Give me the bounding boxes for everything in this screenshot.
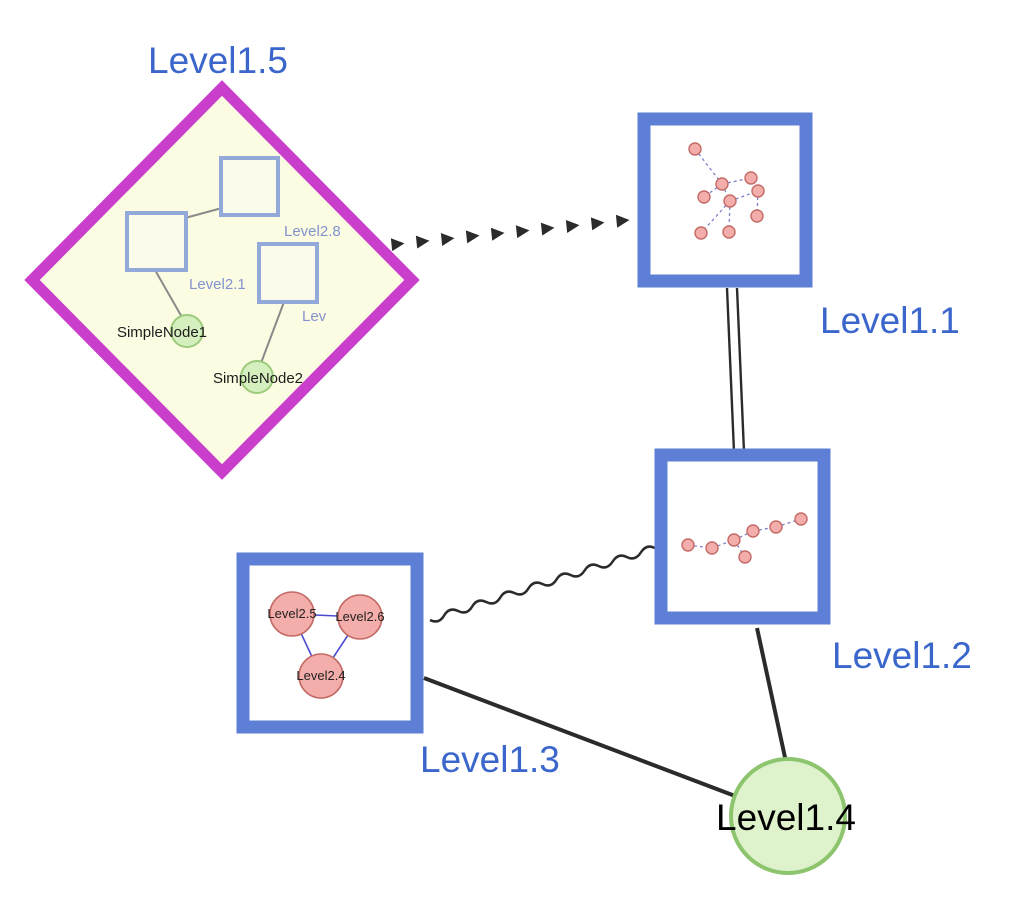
node-level1-4[interactable]: Level1.4	[716, 757, 856, 875]
mini-node[interactable]	[694, 226, 708, 240]
node-label-simplenode2: SimpleNode2	[213, 370, 303, 387]
node-level1-3-group[interactable]: Level2.5 Level2.6 Level2.4 Level1.3	[236, 552, 560, 780]
edge-level1-1-to-level1-2[interactable]	[725, 287, 746, 453]
edge-level2-1-to-simplenode1	[154, 269, 184, 320]
node-label-level1-3: Level1.3	[420, 739, 560, 780]
node-simplenode1[interactable]	[170, 314, 204, 348]
node-label-level1-2: Level1.2	[832, 635, 972, 676]
node-level2-right[interactable]	[257, 242, 319, 304]
node-label-level2-1: Level2.1	[189, 276, 246, 293]
mini-node[interactable]	[688, 142, 702, 156]
edge-level2-8-to-level2-1	[184, 207, 223, 219]
node-label-level2-8: Level2.8	[284, 223, 341, 240]
mini-node[interactable]	[746, 524, 760, 538]
edge-level2-right-to-simplenode2	[260, 301, 285, 364]
node-level2-5[interactable]	[269, 591, 315, 637]
mini-node[interactable]	[705, 541, 719, 555]
node-label-level2-right-clipped: Lev	[302, 308, 327, 325]
mini-graph-level1-1	[688, 142, 765, 240]
node-label-level2-5: Level2.5	[267, 606, 316, 621]
level1-edges	[390, 212, 788, 801]
mini-node[interactable]	[744, 171, 758, 185]
mini-node[interactable]	[715, 177, 729, 191]
mini-node[interactable]	[722, 225, 736, 239]
node-level1-1-group[interactable]: Level1.1	[637, 112, 960, 341]
node-label-level2-6: Level2.6	[335, 609, 384, 624]
mini-node[interactable]	[738, 550, 752, 564]
mini-node[interactable]	[769, 520, 783, 534]
mini-node[interactable]	[697, 190, 711, 204]
node-level2-1[interactable]	[125, 211, 188, 272]
node-level2-8[interactable]	[219, 156, 280, 217]
mini-node[interactable]	[723, 194, 737, 208]
mini-graph-level1-2	[681, 512, 808, 564]
node-level1-2-group[interactable]: Level1.2	[654, 448, 972, 676]
node-level1-5-group[interactable]: Level1.5 Level2.8 Level2.1 Lev SimpleNod…	[24, 40, 420, 480]
mini-node[interactable]	[727, 533, 741, 547]
mini-node[interactable]	[751, 184, 765, 198]
mini-graph-level1-3: Level2.5 Level2.6 Level2.4	[267, 591, 385, 699]
edge-level1-3-to-level1-4[interactable]	[423, 676, 744, 801]
node-label-level2-4: Level2.4	[296, 668, 345, 683]
node-label-level1-1: Level1.1	[820, 300, 960, 341]
edge-level1-3-to-level1-2[interactable]	[429, 545, 656, 623]
mini-node[interactable]	[750, 209, 764, 223]
circle-shape-level1-4[interactable]	[729, 757, 847, 875]
mini-node[interactable]	[681, 538, 695, 552]
node-label-level1-4: Level1.4	[716, 797, 856, 838]
node-level2-6[interactable]	[337, 594, 383, 640]
diamond-shape-level1-5[interactable]	[24, 80, 420, 480]
square-shape-level1-3[interactable]	[236, 552, 424, 734]
node-simplenode2[interactable]	[240, 360, 274, 394]
edge-level1-5-to-level1-1[interactable]	[390, 212, 653, 252]
mini-node[interactable]	[794, 512, 808, 526]
node-label-level1-5: Level1.5	[148, 40, 288, 81]
node-label-simplenode1: SimpleNode1	[117, 324, 207, 341]
square-shape-level1-2[interactable]	[654, 448, 831, 625]
node-level2-4[interactable]	[298, 653, 344, 699]
edge-level1-2-to-level1-4[interactable]	[755, 627, 788, 763]
